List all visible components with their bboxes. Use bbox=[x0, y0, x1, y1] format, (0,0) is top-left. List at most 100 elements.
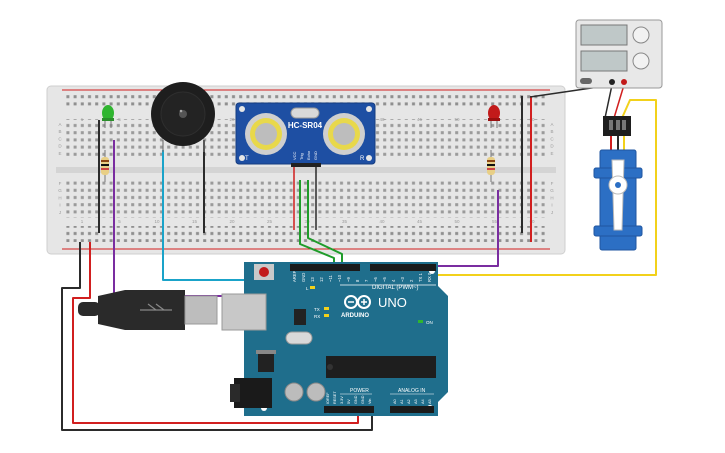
model-label: UNO bbox=[378, 295, 407, 310]
power-pin-label: RESET bbox=[333, 391, 337, 404]
l-led-label: L bbox=[306, 286, 309, 291]
breadboard-row-label: B bbox=[58, 129, 61, 134]
breadboard-row-label: E bbox=[550, 151, 553, 156]
digital-pin-label: ~9 bbox=[346, 277, 351, 282]
usb-cable bbox=[78, 290, 218, 330]
wire-black-ground bbox=[61, 242, 373, 431]
digital-pin-label: 4 bbox=[391, 279, 396, 282]
breadboard-row-label: J bbox=[551, 210, 553, 215]
breadboard-row-label: I bbox=[59, 203, 60, 208]
digital-pin-label: 7 bbox=[364, 279, 369, 282]
breadboard-row-label: D bbox=[550, 144, 554, 149]
breadboard-column-label: 5 bbox=[118, 219, 121, 224]
digital-header-label: DIGITAL (PWM~) bbox=[372, 285, 419, 291]
digital-pin-label: ~6 bbox=[373, 277, 378, 282]
sensor-side-right: R bbox=[360, 156, 365, 162]
breadboard-column-label: 40 bbox=[379, 117, 385, 122]
resistor-right[interactable] bbox=[487, 150, 495, 182]
breadboard-row-label: G bbox=[550, 188, 554, 193]
resistor-left[interactable] bbox=[101, 150, 109, 182]
rx-label: RX bbox=[314, 314, 320, 319]
analog-header-label: ANALOG IN bbox=[398, 388, 426, 394]
breadboard-row-label: E bbox=[58, 151, 61, 156]
brand-label: ARDUINO bbox=[341, 313, 369, 319]
wire-supply-black-servo bbox=[604, 84, 613, 119]
digital-pin-label: ~5 bbox=[382, 277, 387, 282]
red-led[interactable] bbox=[488, 105, 500, 128]
dc-barrel-jack bbox=[234, 378, 272, 408]
breadboard-row-label: C bbox=[550, 136, 554, 141]
analog-pin-label: A3 bbox=[414, 399, 418, 404]
breadboard-row-label: A bbox=[58, 122, 61, 127]
breadboard-column-label: 60 bbox=[529, 117, 535, 122]
green-led[interactable] bbox=[102, 105, 114, 128]
digital-pin-label: ~10 bbox=[337, 274, 342, 282]
breadboard-row-label: H bbox=[550, 195, 553, 200]
digital-pin-label: TX 1 bbox=[418, 272, 423, 282]
sensor-pin-label: Trig bbox=[299, 153, 304, 160]
digital-pin-label: ~3 bbox=[400, 277, 405, 282]
sensor-pin-label: Echo bbox=[306, 150, 311, 160]
power-header-label: POWER bbox=[350, 388, 369, 394]
analog-pin-label: A2 bbox=[407, 399, 411, 404]
sensor-model-label: HC-SR04 bbox=[288, 121, 323, 130]
transducer-left bbox=[245, 113, 287, 155]
breadboard-column-label: 60 bbox=[529, 219, 535, 224]
tx-label: TX bbox=[314, 307, 320, 312]
breadboard-row-label: J bbox=[59, 210, 61, 215]
breadboard-column-label: 55 bbox=[492, 219, 498, 224]
breadboard-column-label: 1 bbox=[81, 117, 84, 122]
breadboard-row-label: B bbox=[550, 129, 553, 134]
sensor-pin-label: VCC bbox=[292, 151, 297, 160]
breadboard-column-label: 15 bbox=[192, 219, 198, 224]
digital-pin-label: 8 bbox=[355, 279, 360, 282]
wire-supply-red bbox=[613, 84, 625, 119]
sensor-pin-label: GND bbox=[313, 151, 318, 160]
servo-motor[interactable] bbox=[593, 116, 643, 251]
breadboard-column-label: 40 bbox=[379, 219, 385, 224]
piezo-buzzer[interactable] bbox=[151, 82, 215, 152]
power-pin-label: 5V bbox=[347, 399, 351, 404]
digital-pin-label: AREF bbox=[292, 270, 297, 282]
usb-symbol-icon bbox=[140, 303, 172, 311]
digital-pin-label: 13 bbox=[310, 277, 315, 282]
analog-pin-label: A0 bbox=[393, 399, 397, 404]
breadboard-column-label: 25 bbox=[267, 219, 273, 224]
breadboard-column-label: 20 bbox=[229, 117, 235, 122]
breadboard-column-label: 45 bbox=[417, 219, 423, 224]
analog-pin-label: A5 bbox=[428, 399, 432, 404]
on-led-label: ON bbox=[426, 320, 433, 325]
power-pin-label: Vin bbox=[368, 399, 372, 404]
digital-pin-label: ~11 bbox=[328, 275, 333, 282]
breadboard-row-label: A bbox=[550, 122, 553, 127]
usb-chip bbox=[294, 309, 306, 325]
wire-red-5v bbox=[72, 242, 359, 424]
breadboard-row-label: I bbox=[551, 203, 552, 208]
power-supply[interactable] bbox=[575, 19, 663, 89]
analog-pin-label: A4 bbox=[421, 399, 425, 404]
transducer-right bbox=[323, 113, 365, 155]
digital-pin-label: 12 bbox=[319, 277, 324, 282]
breadboard-row-label: F bbox=[59, 181, 62, 186]
atmega-chip bbox=[326, 356, 436, 378]
breadboard-row-label: C bbox=[58, 136, 62, 141]
capacitor-1 bbox=[284, 382, 304, 402]
usb-port bbox=[221, 293, 267, 331]
sensor-side-left: T bbox=[245, 156, 249, 162]
wire-green-echo bbox=[307, 180, 343, 268]
breadboard-column-label: 20 bbox=[229, 219, 235, 224]
digital-pin-label: GND bbox=[301, 273, 306, 282]
analog-pin-label: A1 bbox=[400, 399, 404, 404]
digital-pin-label: RX 0 bbox=[427, 272, 432, 282]
power-pin-label: GND bbox=[361, 395, 365, 404]
voltage-regulator bbox=[258, 354, 274, 372]
breadboard-row-label: G bbox=[58, 188, 62, 193]
